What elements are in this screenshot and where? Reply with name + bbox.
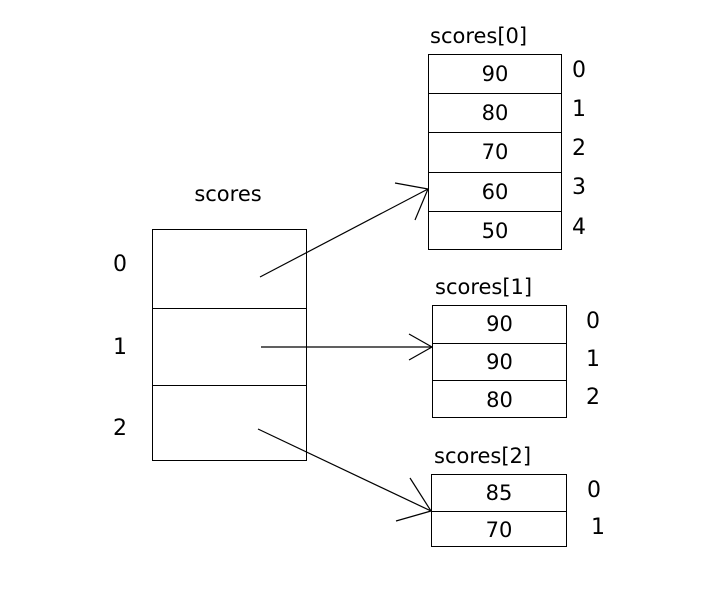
outer-array-box <box>152 229 307 461</box>
inner-array-2-cell-1: 70 <box>485 517 513 542</box>
outer-array-cell-0 <box>153 230 306 309</box>
inner-array-2-index-0: 0 <box>587 478 601 503</box>
inner-array-2-index-1: 1 <box>591 515 605 540</box>
inner-array-0-label: scores[0] <box>430 24 528 48</box>
outer-array-label: scores <box>194 182 262 206</box>
outer-array-cell-1 <box>153 309 306 386</box>
inner-array-0-index-2: 2 <box>572 136 586 161</box>
inner-array-0-cell-0: 90 <box>429 55 561 95</box>
inner-array-2-label: scores[2] <box>434 444 532 468</box>
inner-array-0-cell-3: 60 <box>429 173 561 212</box>
inner-array-1-cell-2: 80 <box>486 388 513 413</box>
inner-array-1-box: 90 90 80 <box>432 305 567 418</box>
inner-array-1-index-0: 0 <box>586 309 600 334</box>
inner-array-0-cell-4: 50 <box>481 219 509 244</box>
outer-array-cell-2 <box>153 386 306 462</box>
outer-array-index-2: 2 <box>113 416 127 441</box>
inner-array-0-cell-2: 70 <box>429 133 561 173</box>
inner-array-0-index-3: 3 <box>572 175 586 200</box>
inner-array-1-index-1: 1 <box>586 347 600 372</box>
inner-array-1-label: scores[1] <box>435 275 533 299</box>
inner-array-0-index-1: 1 <box>572 97 586 122</box>
inner-array-0-index-0: 0 <box>572 58 586 83</box>
inner-array-0-box: 90 80 70 60 50 <box>428 54 562 250</box>
inner-array-2-box: 85 70 <box>431 474 567 547</box>
inner-array-1-cell-0: 90 <box>433 306 566 344</box>
inner-array-0-index-4: 4 <box>572 215 586 240</box>
inner-array-1-index-2: 2 <box>586 385 600 410</box>
outer-array-index-0: 0 <box>113 252 127 277</box>
inner-array-0-cell-1: 80 <box>429 94 561 134</box>
inner-array-2-cell-0: 85 <box>432 475 566 512</box>
inner-array-1-cell-1: 90 <box>433 344 566 382</box>
outer-array-index-1: 1 <box>113 335 127 360</box>
